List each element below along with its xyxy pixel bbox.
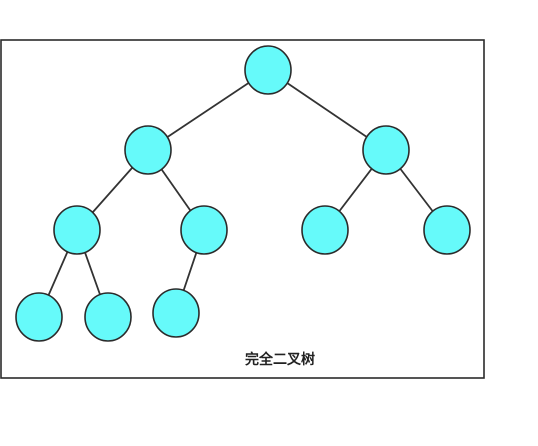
diagram-caption: 完全二叉树 bbox=[245, 351, 315, 368]
tree-node-n6 bbox=[301, 205, 349, 255]
tree-node-n1 bbox=[244, 45, 292, 95]
tree-node-n7 bbox=[423, 205, 471, 255]
tree-node-n2 bbox=[124, 125, 172, 175]
tree-node-n10 bbox=[152, 288, 200, 338]
tree-nodes bbox=[15, 45, 471, 342]
tree-node-n4 bbox=[53, 205, 101, 255]
tree-node-n8 bbox=[15, 292, 63, 342]
tree-node-n9 bbox=[84, 292, 132, 342]
tree-node-n5 bbox=[180, 205, 228, 255]
tree-node-n3 bbox=[362, 125, 410, 175]
